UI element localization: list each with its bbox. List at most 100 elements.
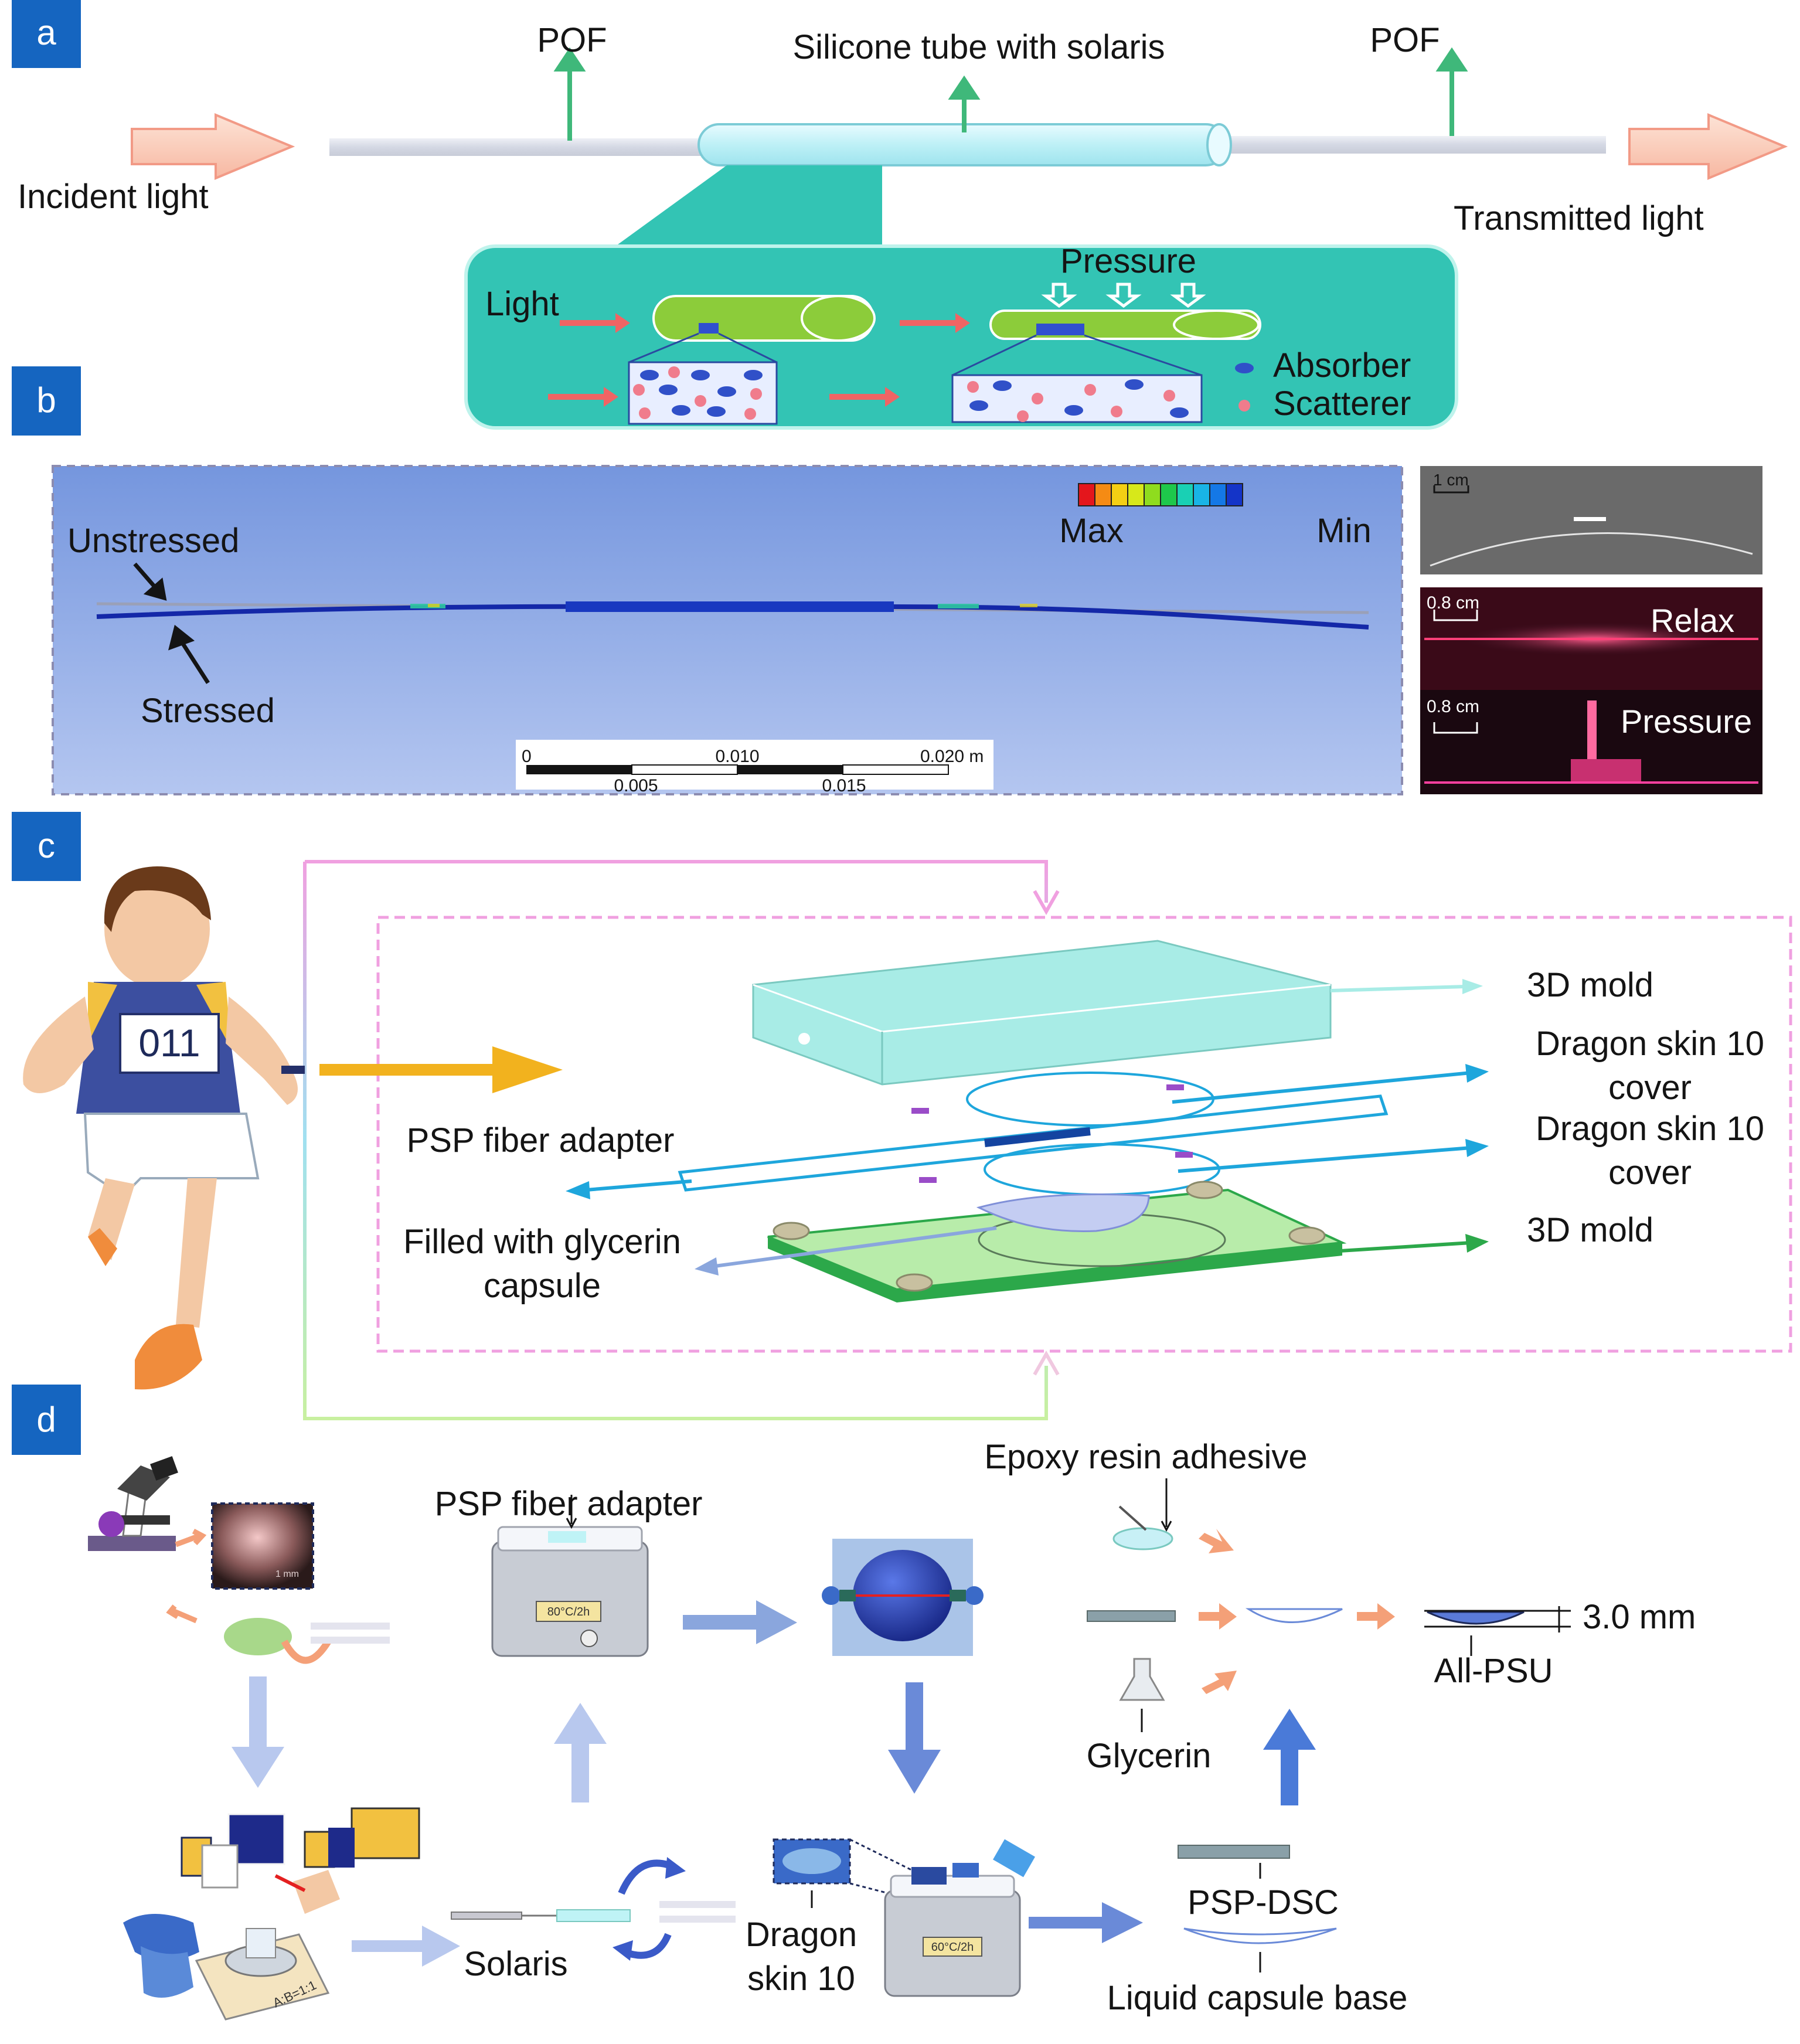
photo-relax-scale: 0.8 cm [1427, 593, 1479, 613]
scatterer-label: Scatterer [1273, 385, 1411, 423]
scale-0020: 0.020 m [920, 747, 984, 766]
beam-sensor [566, 601, 894, 612]
micrograph [211, 1502, 314, 1590]
colorbar-swatch [1111, 483, 1128, 506]
panel-c: c 011 [12, 812, 1792, 1420]
balance-scale: A:B=1:1 [195, 1928, 330, 2021]
dragon-bot-label-1: Dragon skin 10 [1536, 1110, 1764, 1148]
transmitted-light-arrow [1628, 113, 1788, 180]
fea-plot [52, 465, 1403, 795]
mold-top-label: 3D mold [1527, 966, 1653, 1004]
stressed-label: Stressed [141, 692, 275, 730]
colorbar-min: Min [1316, 512, 1371, 550]
dragon-label-1: Dragon [746, 1916, 857, 1954]
panel-b-badge [12, 366, 81, 436]
flow-arrows-orange [1199, 1529, 1395, 1694]
photo-top-scale: 1 cm [1433, 471, 1469, 489]
colorbar-swatch [1144, 483, 1161, 506]
incident-light-arrow [131, 113, 295, 180]
panel-c-letter: c [38, 826, 55, 865]
all-psu-device [1427, 1611, 1525, 1625]
sample-disc [224, 1618, 292, 1655]
panel-d-badge [12, 1385, 81, 1455]
colorbar-swatch [1193, 483, 1210, 506]
micrograph-scale: 1 mm [275, 1569, 299, 1579]
panel-d: d 1 mm [12, 1385, 1696, 2021]
glycerin-capsule [976, 1193, 1150, 1232]
dragon-top-label-2: cover [1608, 1069, 1692, 1107]
colorbar-swatch [1078, 483, 1095, 506]
unstressed-label: Unstressed [67, 522, 239, 560]
colorbar-swatch [1176, 483, 1194, 506]
inset-pressure-label: Pressure [1060, 242, 1196, 280]
dragon-bot-label-2: cover [1608, 1154, 1692, 1192]
color-bar [1078, 483, 1243, 506]
dragon-top-label-1: Dragon skin 10 [1536, 1025, 1764, 1063]
inset-red-arrows [548, 313, 970, 407]
incident-label: Incident light [18, 178, 209, 216]
panel-a: a POF Silicone tube with solaris POF Inc… [12, 0, 1788, 430]
psp-fiber-adapter [678, 1094, 1389, 1192]
colorbar-swatch [1127, 483, 1145, 506]
psp-adapter-label: PSP fiber adapter [407, 1121, 675, 1159]
panel-b-letter: b [36, 380, 56, 420]
mold-top [752, 940, 1332, 1086]
dragon-label-2: skin 10 [747, 1960, 855, 1998]
transmitted-label: Transmitted light [1454, 199, 1704, 237]
panel-b: b Max Min Unstressed Stressed 0 [12, 366, 1762, 795]
syringe [451, 1909, 631, 1922]
pointer-arrows [553, 47, 1468, 141]
colorbar-swatch [1209, 483, 1227, 506]
flow-arrows-light [232, 1600, 1316, 1967]
panel-d-letter: d [36, 1400, 56, 1439]
panel-c-badge [12, 812, 81, 881]
colorbar-swatch [1226, 483, 1243, 506]
scale-bar [526, 764, 949, 775]
absorber-label: Absorber [1273, 346, 1411, 385]
glycerin-label-2: capsule [484, 1267, 601, 1305]
glycerin-flask [1119, 1658, 1165, 1701]
thickness-label: 3.0 mm [1583, 1598, 1696, 1636]
pof-right-label: POF [1370, 21, 1440, 59]
wearable-arrow [319, 1046, 563, 1093]
pressure-arrows [1041, 283, 1206, 308]
fiber-segment [1087, 1610, 1176, 1622]
epoxy-dish [1112, 1527, 1173, 1550]
psp-adapter-d-label: PSP fiber adapter [435, 1485, 703, 1523]
photo-pressure-scale: 0.8 cm [1427, 697, 1479, 716]
psp-dsc [1178, 1845, 1290, 1859]
hotplate-2: 60°C/2h [884, 1863, 1021, 1997]
glycerin-d-label: Glycerin [1087, 1737, 1212, 1775]
inset-light-label: Light [485, 285, 559, 323]
zoom-wedge [615, 165, 882, 246]
colorbar-max: Max [1059, 512, 1124, 550]
all-psu-label: All-PSU [1434, 1652, 1553, 1690]
colorbar-swatch [1160, 483, 1178, 506]
colorbar-swatch [1094, 483, 1112, 506]
hotplate-1-setting: 80°C/2h [547, 1606, 590, 1618]
capsule-lens [1245, 1608, 1343, 1623]
runner-illustration: 011 [23, 866, 305, 1390]
scale-0015: 0.015 [822, 776, 866, 795]
liquid-capsule-base [1183, 1927, 1337, 1944]
microscope-icon [88, 1456, 178, 1551]
panel-a-badge [12, 0, 81, 68]
connector-loop [303, 860, 1048, 1420]
tube-end [1206, 123, 1232, 166]
liquid-base-label: Liquid capsule base [1107, 1979, 1408, 2017]
solaris-label: Solaris [464, 1945, 567, 1983]
mold-bottom-label: 3D mold [1527, 1211, 1653, 1249]
silicone-kits [181, 1807, 420, 1889]
scale-0: 0 [522, 747, 532, 766]
epoxy-label: Epoxy resin adhesive [984, 1438, 1307, 1476]
scatterers [633, 366, 1250, 422]
pof-left-label: POF [537, 21, 607, 59]
race-bib-number: 011 [138, 1021, 200, 1064]
exploded-view-frame [376, 916, 1792, 1353]
psp-dsc-label: PSP-DSC [1187, 1883, 1339, 1921]
particle-box-pressed [951, 374, 1203, 423]
photo-relax-label: Relax [1651, 602, 1734, 639]
tube-label: Silicone tube with solaris [792, 28, 1165, 66]
scale-0005: 0.005 [614, 776, 658, 795]
